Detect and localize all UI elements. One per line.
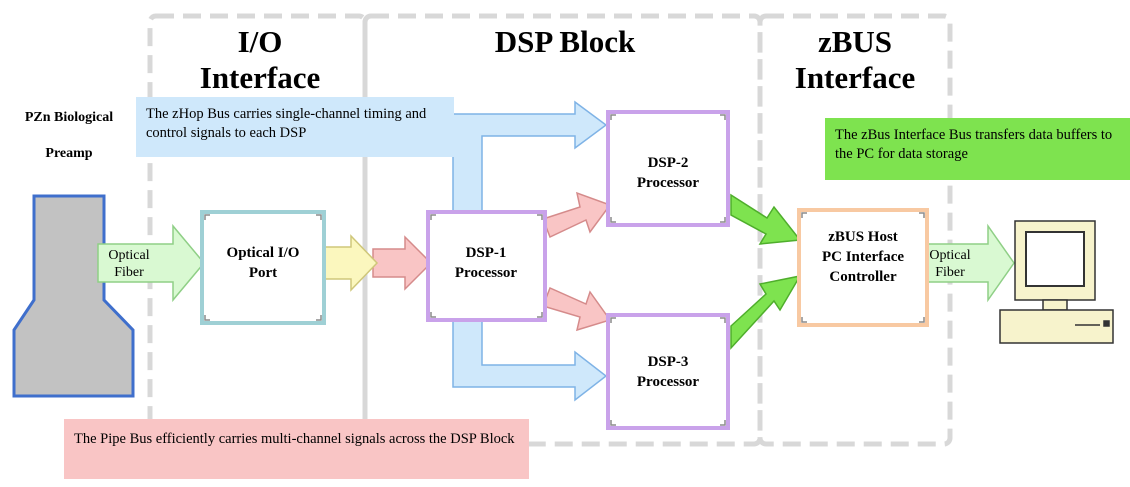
preamp-label-line1: PZn Biological — [24, 110, 114, 125]
process-boxes — [200, 110, 929, 430]
zbus-arrow-from-dsp2 — [730, 193, 802, 245]
zbus-arrow-from-dsp3 — [730, 274, 802, 350]
monitor-neck — [1042, 299, 1068, 311]
box-corner-accents — [204, 114, 925, 426]
zhop-arrow-to-dsp3 — [452, 317, 608, 402]
fiber-arrow-left — [97, 223, 205, 303]
section-title-dsp: DSP Block — [494, 24, 636, 59]
pipe-bus-note: The Pipe Bus efficiently carries multi-c… — [64, 419, 529, 479]
zbus-bus-arrows — [730, 193, 802, 350]
pipe-arrow-to-dsp1 — [372, 235, 433, 291]
dsp2-box — [606, 110, 730, 227]
monitor-screen — [1025, 231, 1085, 287]
dsp1-label: DSP-1 Processor — [454, 245, 518, 281]
pipe-bus-arrows — [372, 191, 612, 332]
preamp-label-line2: Preamp — [45, 146, 93, 161]
dsp2-label: DSP-2 Processor — [636, 155, 700, 191]
fiber-arrows — [97, 223, 1015, 303]
host-computer-icon — [999, 220, 1114, 344]
dsp1-box — [426, 210, 547, 322]
pipe-arrow-to-dsp3 — [542, 286, 612, 332]
preamp-label: PZn Biological Preamp — [0, 100, 138, 172]
zbus-controller-box — [797, 208, 929, 327]
pipe-arrow-to-dsp2 — [542, 191, 612, 239]
zbus-bus-note: The zBus Interface Bus transfers data bu… — [825, 118, 1130, 180]
io-port-box — [200, 210, 326, 325]
zhop-bus-arrows — [452, 100, 608, 402]
dsp3-box — [606, 313, 730, 430]
fiber-arrow-right — [921, 223, 1015, 303]
dsp3-label: DSP-3 Processor — [636, 354, 700, 390]
section-title-zbus: zBUS Interface — [794, 24, 916, 95]
io-port-label: Optical I/O Port — [226, 245, 300, 281]
preamp-device — [12, 194, 135, 398]
fiber-label-left: Optical Fiber — [108, 248, 150, 280]
section-title-io: I/O Interface — [199, 24, 321, 95]
zhop-bus-note: The zHop Bus carries single-channel timi… — [136, 97, 454, 157]
computer-base — [999, 309, 1114, 344]
zbus-controller-label: zBUS Host PC Interface Controller — [821, 229, 905, 285]
fiber-label-right: Optical Fiber — [929, 248, 971, 280]
io-link-arrow — [322, 234, 379, 292]
